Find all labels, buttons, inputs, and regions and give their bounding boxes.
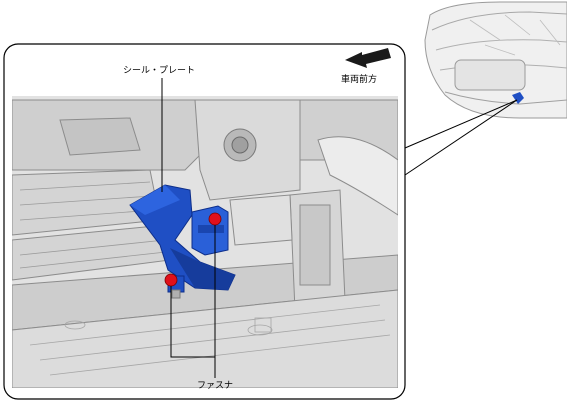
vehicle-front-label: 車両前方 [341, 73, 377, 85]
seal-plate-label: シール・プレート [123, 65, 195, 76]
inset-leader-lines [404, 99, 518, 176]
vehicle-locator-inset [424, 1, 567, 119]
inset-part-highlight [512, 92, 524, 104]
fastener-label: ファスナ [197, 380, 233, 391]
arrow-left-icon [345, 48, 391, 68]
callout-lines [161, 78, 216, 378]
fastener-lower [164, 273, 178, 287]
fastener-upper [208, 212, 222, 226]
vehicle-front-indicator: 車両前方 [341, 48, 391, 85]
